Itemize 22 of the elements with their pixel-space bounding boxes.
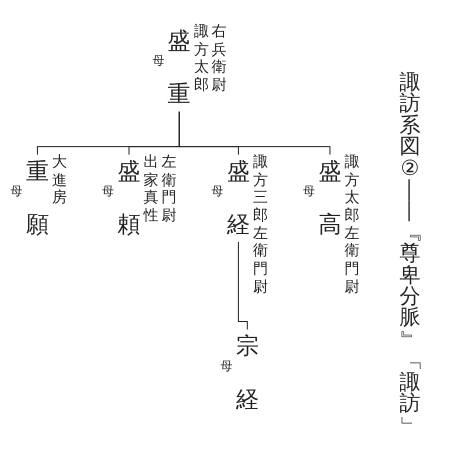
- node-label: 諏方太郎左衛門尉: [344, 152, 360, 296]
- node-label: 母: [220, 358, 233, 373]
- node-label: 諏方三郎左衛門尉: [252, 152, 268, 296]
- node-label: 母: [212, 184, 224, 198]
- node-label: 出家真性: [144, 152, 159, 224]
- node-text: 盛高: [318, 158, 342, 238]
- node-label: 右兵衛尉: [212, 22, 227, 94]
- node-label: 大進房: [52, 152, 68, 206]
- node-label: 母: [102, 184, 114, 198]
- connector: [178, 112, 330, 155]
- node-label: 左衛門尉: [161, 152, 176, 224]
- node-label: 諏方太郎: [194, 22, 209, 94]
- title: 諏訪系図②――『尊卑分脈』「諏訪」: [398, 72, 422, 436]
- node-label: 母: [10, 184, 23, 198]
- node-label: 母: [152, 53, 165, 68]
- node-text: 盛重: [168, 28, 191, 108]
- node-text: 宗経: [236, 334, 259, 413]
- node-label: 母: [303, 184, 316, 198]
- node-text: 盛頼: [117, 158, 141, 238]
- node-text: 重願: [26, 158, 50, 238]
- connector: [238, 242, 248, 330]
- node-text: 盛経: [226, 158, 250, 238]
